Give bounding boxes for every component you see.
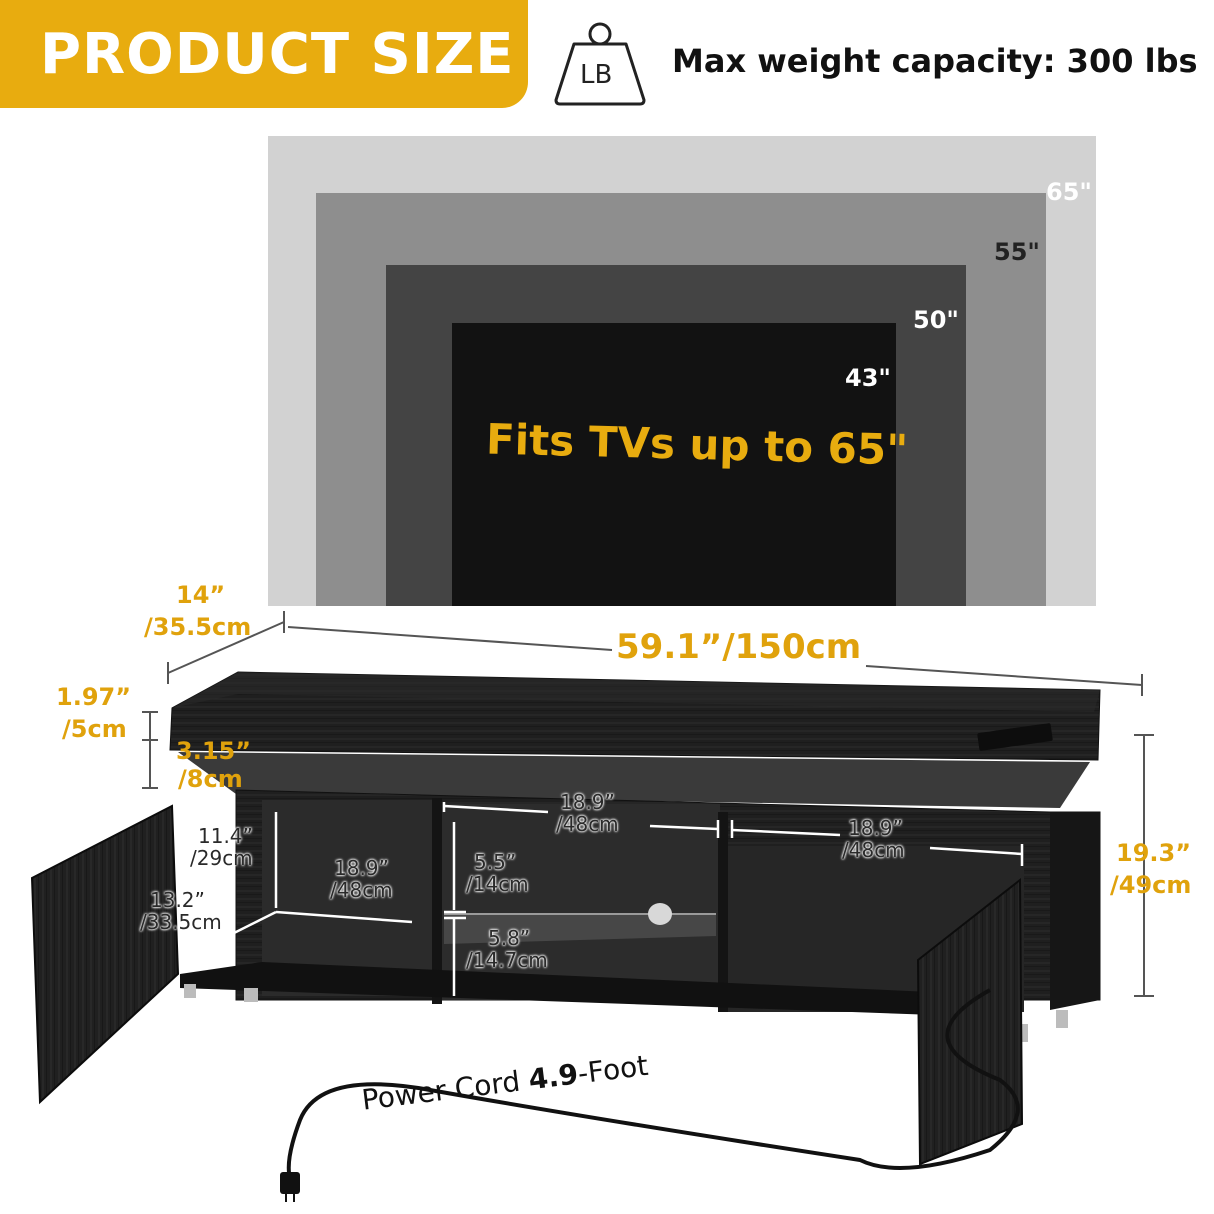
upper-shelf-height-in: 5.5” <box>474 850 517 874</box>
left-height-in: 11.4” <box>198 824 253 848</box>
top-thickness-cm: /5cm <box>62 715 127 743</box>
lower-shelf-height-in: 5.8” <box>488 926 531 950</box>
header-banner <box>0 0 528 108</box>
depth-dimension-cm: /35.5cm <box>144 613 252 641</box>
page-title: PRODUCT SIZE <box>40 22 515 87</box>
left-height-cm: /29cm <box>190 846 253 870</box>
tv-outline-43 <box>452 323 896 606</box>
tv-size-label-50: 50" <box>913 306 959 334</box>
depth-dimension-in: 14” <box>176 581 226 609</box>
weight-icon-label: LB <box>580 60 613 90</box>
left-depth-in: 13.2” <box>150 888 205 912</box>
left-width-cm: /48cm <box>330 878 393 902</box>
left-width-in: 18.9” <box>334 856 389 880</box>
middle-width-in: 18.9” <box>560 790 615 814</box>
height-dimension-in: 19.3” <box>1116 839 1191 867</box>
tv-size-label-43: 43" <box>845 364 891 392</box>
led-gap-in: 3.15” <box>176 737 251 765</box>
middle-width-cm: /48cm <box>556 812 619 836</box>
tv-size-label-65: 65" <box>1046 178 1092 206</box>
tv-size-label-55: 55" <box>994 238 1040 266</box>
height-dimension-cm: /49cm <box>1110 871 1192 899</box>
weight-icon: LB <box>552 12 652 108</box>
right-width-in: 18.9” <box>848 816 903 840</box>
lower-shelf-height-cm: /14.7cm <box>466 948 548 972</box>
width-dimension: 59.1”/150cm <box>616 627 862 667</box>
upper-shelf-height-cm: /14cm <box>466 872 529 896</box>
right-width-cm: /48cm <box>842 838 905 862</box>
weight-capacity-text: Max weight capacity: 300 lbs <box>672 42 1198 80</box>
power-cord-length: 4.9 <box>526 1057 580 1097</box>
top-thickness-in: 1.97” <box>56 683 131 711</box>
led-gap-cm: /8cm <box>178 765 243 793</box>
left-depth-cm: /33.5cm <box>140 910 222 934</box>
